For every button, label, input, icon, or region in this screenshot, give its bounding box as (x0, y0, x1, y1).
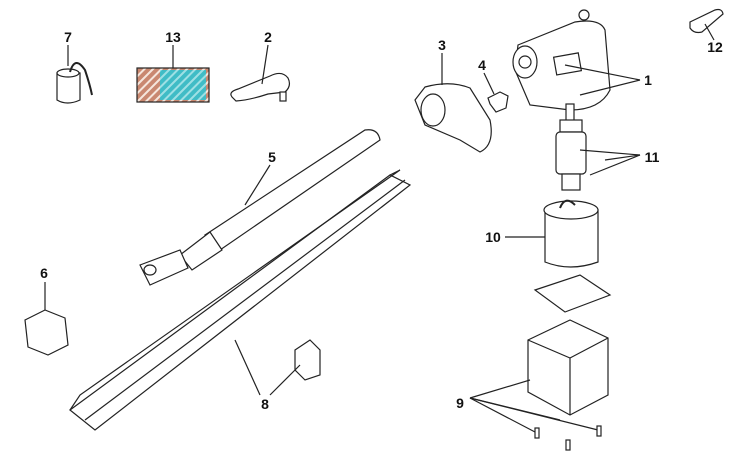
callout-4: 4 (478, 57, 486, 73)
callout-5: 5 (268, 149, 276, 165)
clip-part-4 (483, 72, 509, 113)
callout-6: 6 (40, 265, 48, 281)
release-lever-part-2 (230, 44, 291, 102)
callout-11: 11 (644, 149, 660, 165)
callout-12: 12 (707, 39, 723, 55)
callout-13: 13 (165, 29, 181, 45)
outer-tube-part-8 (69, 169, 412, 431)
actuator-rod-part-5 (139, 129, 381, 286)
callout-7: 7 (64, 29, 72, 45)
callout-10: 10 (485, 229, 501, 245)
callout-1: 1 (644, 72, 652, 88)
capacitor-part-7 (56, 45, 93, 104)
pad-part-13 (136, 45, 210, 103)
callout-9: 9 (456, 395, 464, 411)
callout-8: 8 (261, 396, 269, 412)
callout-2: 2 (264, 29, 272, 45)
coil-part-10 (505, 199, 599, 268)
front-cover-part-3 (414, 53, 492, 153)
motor-part-9 (469, 274, 612, 451)
callout-3: 3 (438, 37, 446, 53)
motor-housing-part-1 (512, 9, 641, 111)
coupling-part-11 (555, 103, 641, 191)
cable-gland-part-12 (689, 8, 724, 41)
end-cap-part-6 (24, 282, 69, 356)
